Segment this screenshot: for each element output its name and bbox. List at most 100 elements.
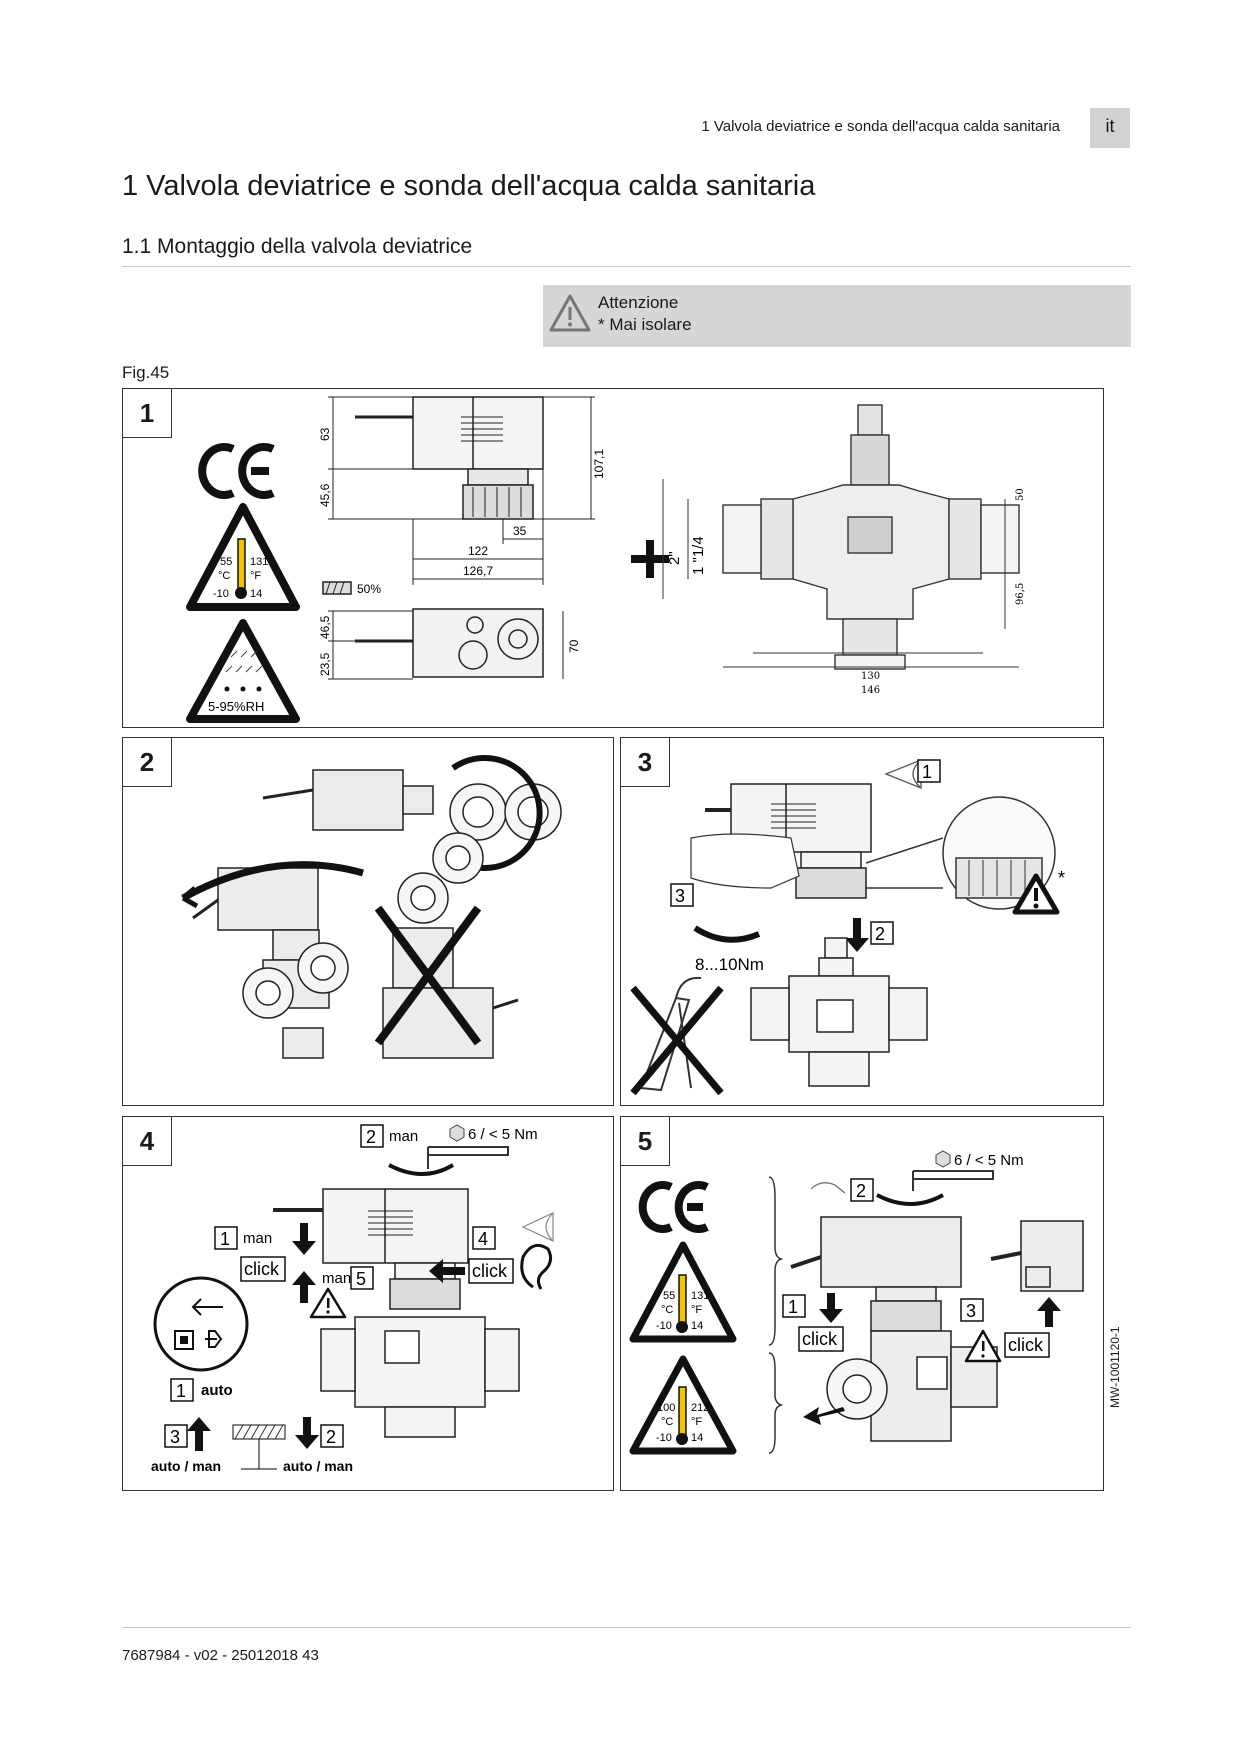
rotation-arrow-icon (693, 925, 761, 943)
temp-c-unit: °C (661, 1304, 673, 1316)
rotation-arrow-icon (876, 1193, 944, 1206)
click-box (1004, 1332, 1050, 1358)
warning-triangle-icon (309, 1287, 347, 1319)
auto-step-label: 1 (176, 1381, 186, 1401)
step-box (670, 883, 694, 907)
panel-number: 3 (621, 738, 670, 787)
hand-press-icon (810, 1182, 846, 1194)
step-box (960, 1298, 984, 1322)
dim-122: 122 (468, 544, 488, 558)
temp-f-min: 14 (691, 1320, 703, 1332)
dim-126-7: 126,7 (463, 564, 493, 578)
click-label: click (244, 1259, 280, 1279)
step-3-label: 3 (675, 886, 685, 906)
step-3-label: 3 (170, 1427, 180, 1447)
panel-5-drawing: 55 131 °C °F -10 14 100 212 °C °F -10 14… (629, 1150, 1084, 1455)
up-arrow-icon (1037, 1297, 1061, 1327)
ear-icon (520, 1243, 553, 1290)
hex-key-icon (427, 1146, 509, 1169)
hex-spec: 6 / < 5 Nm (468, 1126, 538, 1143)
rotation-arrow-icon (451, 755, 543, 871)
figure-panel-3: 3 * 1 (620, 737, 1104, 1106)
manual-override-icon (153, 1276, 249, 1372)
dim-35: 35 (513, 524, 527, 538)
figure-label: Fig.45 (122, 363, 170, 382)
step-2-label: 2 (366, 1127, 376, 1147)
detail-inset (865, 796, 1056, 910)
warning-triangle-icon: * (1012, 868, 1065, 915)
humidity-50-percent: 50% (357, 582, 381, 596)
actuator-drawing (790, 1216, 998, 1442)
chapter-title: 1 Valvola deviatrice e sonda dell'acqua … (122, 170, 816, 202)
click-box (798, 1326, 844, 1352)
step-1-label: 1 (788, 1297, 798, 1317)
section-title: 1.1 Montaggio della valvola deviatrice (122, 235, 473, 258)
footer-text: 7687984 - v02 - 25012018 43 (122, 1647, 319, 1664)
hex-nut-icon (449, 1124, 465, 1142)
down-arrow-icon (845, 918, 869, 952)
temp-f-unit: °F (691, 1416, 702, 1428)
dim-46-5: 46,5 (318, 615, 332, 639)
temp-f-min: 14 (250, 588, 262, 600)
down-arrow-icon (292, 1223, 316, 1255)
temp-c-max: 100 (657, 1402, 675, 1414)
click-label: click (472, 1261, 508, 1281)
step-box (164, 1424, 188, 1448)
temp-f-unit: °F (691, 1304, 702, 1316)
valve-rotation-drawing (192, 867, 349, 1059)
humidity-range: 5-95%RH (208, 699, 264, 714)
temp-c-unit: °C (218, 570, 230, 582)
figure-panel-2: 2 (122, 737, 614, 1106)
actuator-horizontal-drawing (262, 769, 562, 841)
figure-panel-4: 4 2 man 6 / < 5 Nm 1 man (122, 1116, 614, 1491)
temp-f-max: 212 (691, 1402, 709, 1414)
warning-title: Attenzione (598, 293, 679, 312)
ce-mark-icon (198, 443, 275, 499)
click-box (240, 1256, 286, 1282)
panel-number: 1 (123, 389, 172, 438)
rotation-arrow-icon (181, 861, 364, 902)
hatched-block-icon (232, 1424, 286, 1470)
warning-box: Attenzione * Mai isolare (543, 285, 1131, 347)
step-2-label: 2 (856, 1181, 866, 1201)
temp-f-unit: °F (250, 570, 261, 582)
hex-nut-icon (935, 1150, 951, 1168)
step-box (360, 1124, 384, 1148)
dim-23-5: 23,5 (318, 652, 332, 676)
temp-f-max: 131 (691, 1290, 709, 1302)
actuator-drawing (273, 1188, 520, 1438)
dim-63: 63 (318, 427, 332, 441)
brace (768, 1352, 784, 1454)
auto-label: auto (201, 1382, 233, 1399)
cross-out-icon (374, 905, 482, 1046)
step-box (214, 1226, 238, 1250)
up-arrow-icon (187, 1417, 211, 1451)
temp-f-min: 14 (691, 1432, 703, 1444)
hand-icon (690, 833, 800, 889)
hex-key-icon (912, 1170, 994, 1191)
running-header: 1 Valvola deviatrice e sonda dell'acqua … (701, 118, 1060, 135)
step-2-label: 2 (875, 924, 885, 944)
click-label: click (802, 1329, 838, 1349)
temp-f-max: 131 (250, 556, 268, 568)
auto-man-label: auto / man (283, 1458, 353, 1474)
actuator-top-view-drawing (322, 581, 564, 680)
step-box (170, 1378, 194, 1402)
figure-panel-5: 5 55 131 °C °F -10 14 100 212 °C °F (620, 1116, 1104, 1491)
temp-c-max: 55 (663, 1290, 675, 1302)
figure-panel-1: 1 55 131 °C °F -10 14 (122, 388, 1104, 728)
actuator-dimension-drawing (328, 396, 595, 585)
rotation-arrow-icon (388, 1163, 455, 1176)
down-arrow-icon (295, 1417, 319, 1449)
temp-c-min: -10 (213, 588, 229, 600)
footer-divider (122, 1627, 1131, 1628)
click-box (468, 1258, 514, 1284)
actuator-drawing (705, 783, 872, 899)
step-1-label: 1 (922, 762, 932, 782)
man-label: man (243, 1230, 272, 1247)
panel-2-drawing (181, 755, 562, 1059)
temp-c-max: 55 (220, 556, 232, 568)
left-arrow-icon (803, 1407, 845, 1425)
down-arrow-icon (819, 1293, 843, 1323)
valve-body-drawing (750, 937, 928, 1087)
